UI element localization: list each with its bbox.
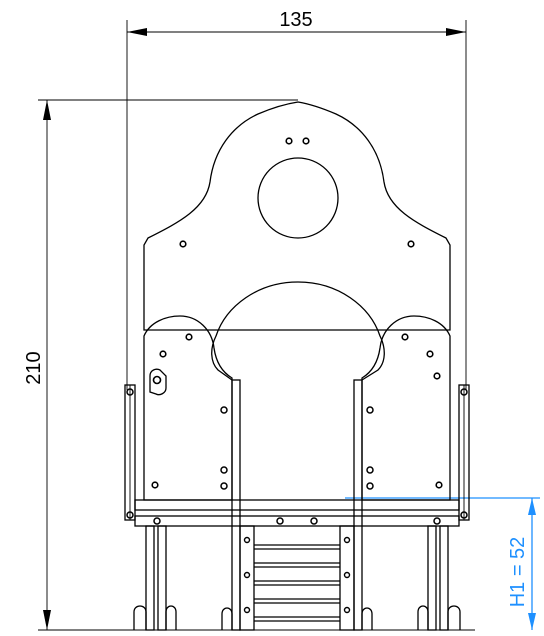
screw-icon <box>151 481 159 489</box>
handle-icon <box>149 368 167 396</box>
width-arrow-right <box>446 28 466 36</box>
inner-left-post <box>220 379 241 631</box>
screw-icon <box>152 375 162 385</box>
height-dimension: 210 <box>23 99 298 631</box>
screw-icon <box>435 481 443 489</box>
width-arrow-left <box>127 28 147 36</box>
h1-dimension-label: H1 = 52 <box>507 537 529 608</box>
screw-icon <box>433 372 441 380</box>
right-outer-leg <box>417 525 461 631</box>
screw-icon <box>159 350 167 358</box>
screw-icon <box>185 333 193 341</box>
round-window <box>257 157 339 239</box>
width-dimension: 135 <box>126 9 467 390</box>
inner-right-post <box>353 379 374 631</box>
screw-icon <box>401 333 409 341</box>
climbing-ladder <box>239 525 355 631</box>
height-dimension-label: 210 <box>23 351 45 384</box>
screw-icon <box>426 350 434 358</box>
h1-arrow-bottom <box>528 613 536 630</box>
screw-icon <box>302 137 310 145</box>
height-arrow-top <box>43 100 51 120</box>
left-side-rail <box>124 384 136 521</box>
entrance-arch <box>211 281 385 381</box>
center-leg-feet <box>221 607 373 630</box>
height-arrow-bottom <box>43 610 51 630</box>
left-outer-leg <box>133 525 177 631</box>
platform-beam <box>134 499 460 527</box>
right-side-rail <box>458 384 470 521</box>
width-dimension-label: 135 <box>279 9 312 31</box>
screw-icon <box>407 240 415 248</box>
top-panel-outline <box>143 101 451 331</box>
h1-dimension: H1 = 52 <box>345 497 540 630</box>
screw-icon <box>285 137 293 145</box>
h1-arrow-top <box>528 498 536 515</box>
left-side-panel <box>143 315 233 501</box>
right-side-panel <box>361 315 451 501</box>
screw-icon <box>179 240 187 248</box>
